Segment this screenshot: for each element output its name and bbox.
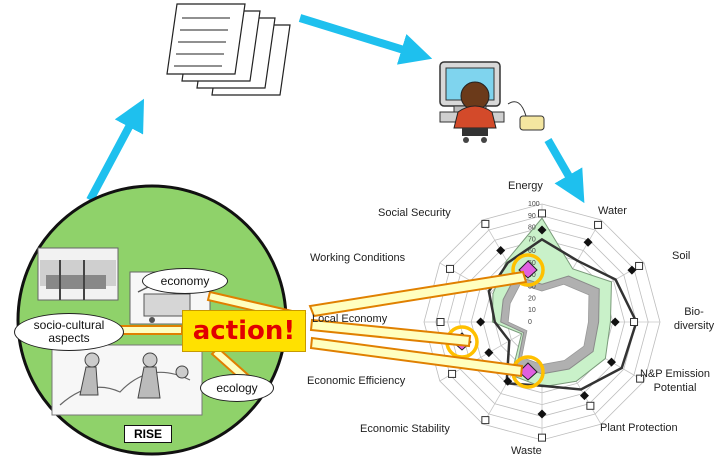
radar-square-marker — [436, 318, 445, 326]
action-arrow-local-economy — [309, 318, 472, 348]
indicator-label-soil: Soil — [672, 250, 691, 262]
radar-tick-label: 50 — [528, 260, 536, 267]
radar-tick-label: 80 — [528, 225, 536, 232]
radar-square-marker — [630, 318, 639, 326]
socio-cultural-oval: socio-cultural aspects — [14, 313, 124, 351]
radar-tick-label: 60 — [528, 248, 536, 255]
highlight-marker — [518, 362, 538, 381]
radar-square-marker — [448, 369, 457, 378]
radar-diamond-marker — [537, 225, 547, 235]
radar-tick-label: 30 — [528, 284, 536, 291]
radar-diamond-marker — [496, 245, 506, 255]
radar-diamond-marker — [579, 391, 589, 401]
radar-tick-label: 100 — [528, 201, 540, 208]
indicator-label-water: Water — [598, 205, 627, 217]
ecology-oval: ecology — [200, 374, 274, 402]
indicator-label-social-security: Social Security — [378, 207, 451, 219]
rise-label: RISE — [124, 425, 172, 443]
radar-tick-label: 70 — [528, 236, 536, 243]
cycle-arrow-right — [298, 14, 433, 65]
computer-user-icon — [439, 61, 545, 143]
economy-oval: economy — [142, 268, 228, 294]
questionnaire-icon — [166, 3, 291, 96]
radar-square-marker — [586, 401, 595, 410]
radar-diamond-marker — [610, 317, 620, 327]
radar-tick-label: 0 — [528, 319, 532, 326]
indicator-label-economic-efficiency: Economic Efficiency — [307, 375, 406, 387]
radar-square-marker — [481, 219, 490, 228]
indicator-label-energy: Energy — [508, 180, 543, 192]
action-arrow-energy — [308, 270, 528, 318]
radar-square-marker — [481, 416, 490, 425]
radar-diamond-marker — [484, 348, 494, 358]
indicator-label-plant-protection: Plant Protection — [600, 422, 678, 434]
radar-square-marker — [594, 220, 603, 229]
highlight-ring — [511, 253, 545, 287]
radar-tick-label: 10 — [528, 307, 536, 314]
radar-tick-label: 40 — [528, 272, 536, 279]
radar-diamond-marker — [627, 265, 637, 275]
radar-diamond-marker — [537, 409, 547, 419]
cycle-arrow-down — [544, 138, 585, 204]
radar-diamond-marker — [583, 237, 593, 247]
radar-series-line — [487, 237, 638, 391]
radar-diamond-marker — [476, 317, 486, 327]
radar-diamond-marker — [606, 357, 616, 367]
indicator-label-waste: Waste — [511, 445, 542, 457]
indicator-label-economic-stability: Economic Stability — [360, 423, 450, 435]
radar-diamond-marker — [503, 376, 513, 386]
indicator-label-bio-diversity: Bio- diversity — [673, 306, 715, 332]
radar-square-marker — [636, 374, 645, 383]
dam-sketch — [37, 247, 119, 301]
action-arrow-socio — [117, 325, 183, 335]
radar-square-marker — [635, 261, 644, 270]
farmers-sketch — [51, 344, 203, 416]
indicator-label-np-emission: N&P Emission Potential — [639, 368, 711, 394]
radar-square-marker — [538, 209, 546, 218]
indicator-label-working-conditions: Working Conditions — [310, 252, 406, 264]
radar-tick-label: 90 — [528, 213, 536, 220]
radar-square-marker — [446, 264, 455, 273]
action-label: action! — [182, 310, 306, 352]
cycle-arrow-up — [86, 98, 145, 202]
radar-tick-label: 20 — [528, 295, 536, 302]
indicator-label-local-economy: Local Economy — [312, 313, 388, 325]
action-arrow-waste — [309, 336, 524, 378]
radar-square-marker — [538, 433, 546, 442]
